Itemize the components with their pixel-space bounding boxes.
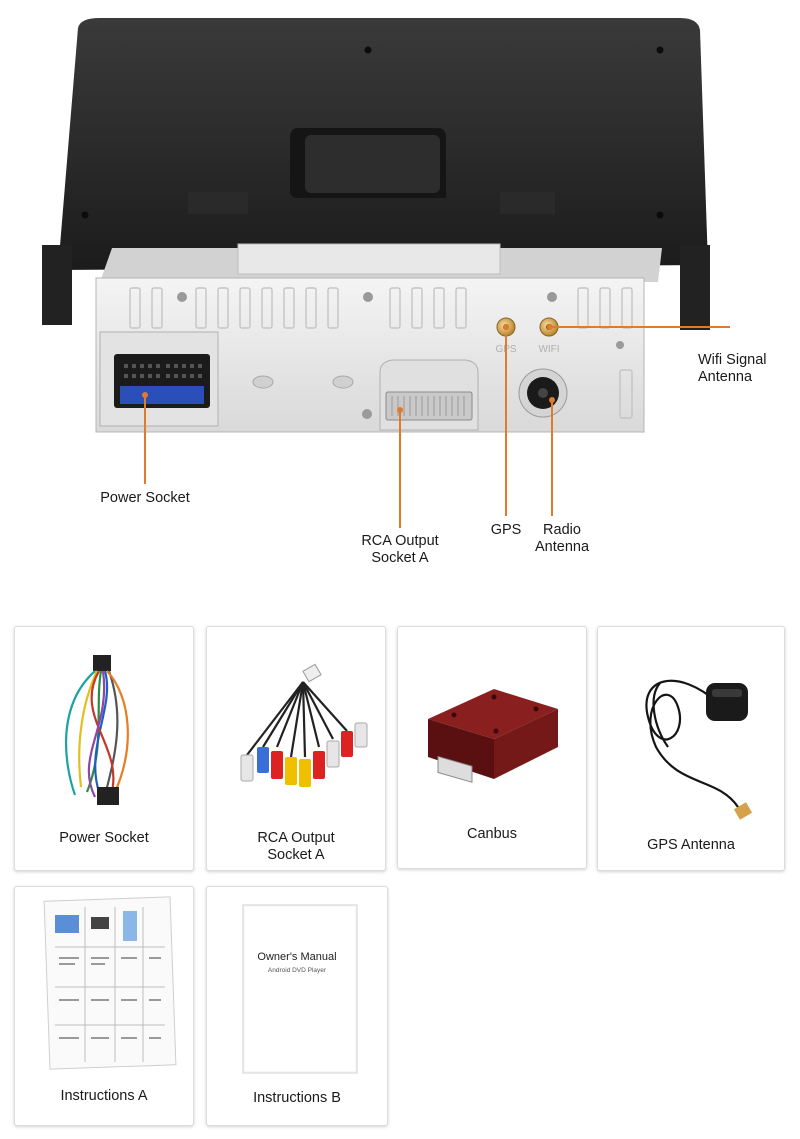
instruction-sheet-icon: [43, 896, 177, 1070]
accessory-label: GPS Antenna: [647, 837, 735, 853]
callout-lines: [144, 326, 730, 528]
accessory-label: Power Socket: [59, 830, 149, 846]
accessory-card-canbus: Canbus: [397, 626, 587, 869]
callout-radio-antenna: Radio Antenna: [534, 522, 590, 555]
gps-antenna-icon: [645, 679, 753, 820]
accessory-label: Instructions A: [60, 1088, 148, 1104]
accessory-card-gps-antenna: GPS Antenna: [597, 626, 785, 871]
accessory-card-power-socket: Power Socket: [14, 626, 194, 871]
rca-socket-port: [385, 391, 473, 421]
accessory-label: RCA Output Socket A: [257, 830, 335, 863]
left-clip: [42, 245, 72, 325]
manual-subtitle: Android DVD Player: [267, 967, 327, 974]
callout-power-socket: Power Socket: [100, 490, 190, 506]
accessory-label: Instructions B: [253, 1090, 341, 1106]
accessory-card-instructions-a: Instructions A: [14, 886, 194, 1126]
head-unit-rear-view: GPS WIFI Wifi Signal Antenna Power Socke…: [42, 18, 767, 566]
canbus-box-icon: [428, 689, 558, 783]
head-unit-illustration: GPS WIFI: [42, 18, 730, 528]
callout-gps: GPS: [490, 522, 522, 538]
manual-title: Owner's Manual: [257, 951, 337, 963]
rca-cable-icon: [240, 663, 368, 787]
manual-booklet-icon: [242, 904, 358, 1074]
panel-mark-wifi: WIFI: [538, 344, 559, 355]
wiring-harness-icon: [64, 655, 129, 805]
accessory-label: Canbus: [467, 826, 517, 842]
accessory-card-rca-output: RCA Output Socket A: [206, 626, 386, 871]
callout-wifi-antenna: Wifi Signal Antenna: [698, 352, 767, 385]
accessory-card-instructions-b: Owner's Manual Android DVD Player Instru…: [206, 886, 388, 1126]
right-clip: [680, 245, 710, 330]
callout-rca-output: RCA Output Socket A: [361, 533, 439, 566]
